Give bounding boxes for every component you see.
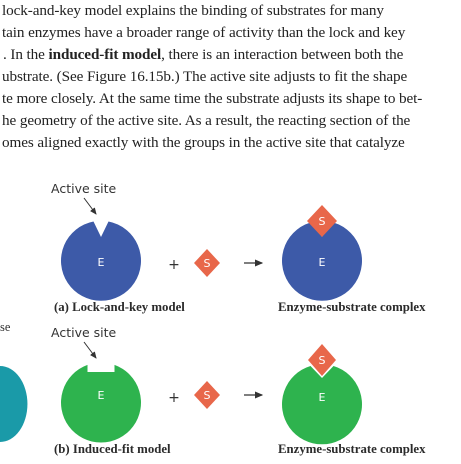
complex-enzyme-a	[282, 221, 363, 301]
text-line-1: lock-and-key model explains the binding …	[2, 2, 384, 19]
enzyme-letter-b: E	[98, 389, 105, 402]
margin-fragment: se	[0, 320, 11, 334]
text-line-2: tain enzymes have a broader range of act…	[2, 24, 406, 41]
text-line-3: . In the induced-fit model, there is an …	[3, 46, 403, 64]
active-site-pointer-a	[83, 197, 97, 215]
complex-substrate-letter-b: S	[319, 354, 326, 367]
text-line-3-post: , there is an interaction between both t…	[161, 46, 404, 63]
enzyme-letter-a: E	[98, 256, 105, 269]
text-line-3-pre: . In the	[3, 46, 49, 63]
text-line-7: omes aligned exactly with the groups in …	[2, 134, 405, 151]
caption-complex-b: Enzyme-substrate complex	[278, 442, 426, 456]
complex-enzyme-b	[282, 366, 363, 445]
induced-fit-term: induced-fit model	[48, 46, 162, 63]
complex-enzyme-letter-b: E	[319, 391, 326, 404]
text-line-6: he geometry of the active site. As a res…	[2, 112, 411, 129]
caption-induced-fit: (b) Induced-fit model	[54, 442, 171, 456]
complex-enzyme-letter-a: E	[319, 256, 326, 269]
enzyme-induced-b	[61, 364, 142, 443]
text-line-4: ubstrate. (See Figure 16.15b.) The activ…	[2, 68, 408, 85]
enzyme-lock-a	[60, 221, 142, 301]
substrate-diamond-b	[194, 381, 220, 409]
active-site-label-b: Active site	[51, 325, 117, 340]
plus-sign-a: +	[168, 257, 180, 273]
active-site-label-a: Active site	[51, 181, 117, 196]
complex-substrate-a	[307, 205, 337, 237]
active-site-pointer-b	[83, 341, 97, 359]
teal-shape-fragment	[0, 366, 28, 442]
caption-complex-a: Enzyme-substrate complex	[278, 300, 426, 314]
caption-lock-and-key: (a) Lock-and-key model	[54, 300, 185, 314]
substrate-letter-b: S	[204, 389, 211, 402]
complex-substrate-b	[308, 344, 336, 376]
substrate-letter-a: S	[204, 257, 211, 270]
enzyme-figure: Active site (a) Lock-and-key model Enzym…	[0, 178, 461, 464]
plus-sign-b: +	[168, 390, 180, 406]
text-line-5: te more closely. At the same time the su…	[2, 90, 423, 107]
complex-substrate-letter-a: S	[319, 215, 326, 228]
figure-drawing: E + S S E E + S S E	[0, 197, 363, 445]
substrate-diamond-a	[194, 249, 220, 277]
